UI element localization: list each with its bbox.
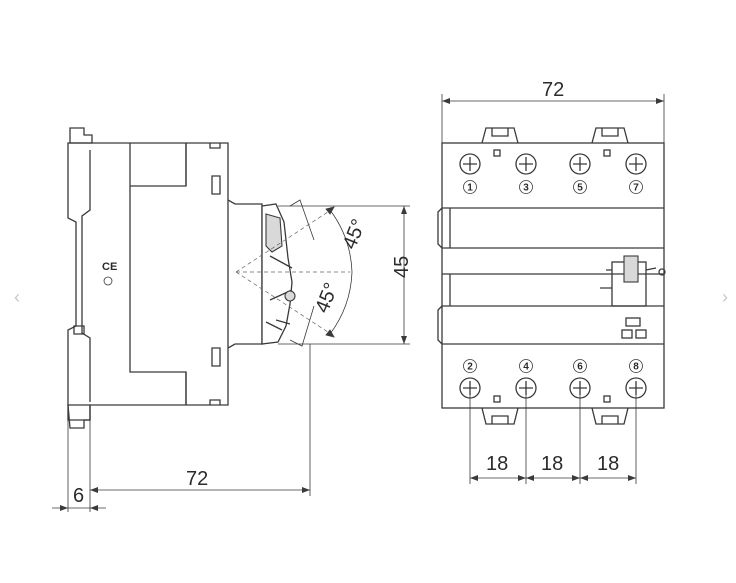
terminal-number-label: 4 — [523, 362, 529, 373]
terminal-number-label: 3 — [523, 183, 529, 194]
front-clip-bottom-tab-left — [493, 395, 501, 403]
terminal-screw-icon — [459, 153, 481, 175]
front-band-lines — [442, 207, 664, 345]
terminal-labels-top: 1 3 5 7 — [463, 180, 643, 194]
terminal-number-ring-icon — [519, 359, 533, 373]
test-button-pin — [658, 268, 666, 276]
angle-construction — [235, 199, 353, 347]
previous-image-button[interactable]: ‹ — [14, 287, 20, 307]
front-clip-top-right — [591, 127, 629, 144]
pitch-label-1: 18 — [486, 453, 508, 475]
front-clip-bottom-left — [481, 407, 519, 425]
pitch-label-2: 18 — [541, 453, 563, 475]
side-clip-lower — [209, 347, 221, 405]
test-button — [623, 255, 639, 283]
next-image-button[interactable]: › — [722, 287, 728, 307]
side-lever-detail — [265, 255, 293, 331]
front-clip-tab-right — [603, 149, 611, 157]
side-front-face — [185, 143, 229, 405]
terminal-number-label: 8 — [633, 362, 639, 373]
status-window-top — [625, 317, 641, 327]
terminal-number-ring-icon — [629, 180, 643, 194]
terminal-number-ring-icon — [463, 359, 477, 373]
side-clip-upper — [209, 143, 221, 195]
terminal-number-label: 7 — [633, 183, 639, 194]
dimension-height — [278, 205, 410, 345]
dimension-width-front-label: 72 — [542, 79, 564, 101]
terminal-labels-bottom: 2 4 6 8 — [463, 359, 643, 373]
side-housing-outline — [67, 142, 263, 421]
terminal-row-top — [459, 153, 647, 175]
terminal-number-label: 1 — [467, 183, 473, 194]
front-housing — [441, 142, 665, 409]
front-clip-top-left — [481, 127, 519, 144]
side-view: CE 45° 45° 45 72 6 — [52, 127, 413, 512]
side-body-rear — [81, 150, 91, 402]
status-window-right — [635, 329, 647, 339]
dimension-pitch — [469, 392, 637, 484]
dimension-offset-label: 6 — [73, 485, 84, 507]
terminal-number-ring-icon — [519, 180, 533, 194]
terminal-number-label: 5 — [577, 183, 583, 194]
terminal-screw-icon — [625, 153, 647, 175]
terminal-screw-icon — [515, 153, 537, 175]
din-clip-bottom — [67, 325, 91, 429]
terminal-number-ring-icon — [573, 359, 587, 373]
ce-symbol-icon — [103, 276, 113, 286]
terminal-number-ring-icon — [573, 180, 587, 194]
terminal-screw-icon — [569, 153, 591, 175]
status-window-left — [621, 329, 633, 339]
front-side-steps — [437, 207, 443, 345]
terminal-number-ring-icon — [463, 180, 477, 194]
front-clip-bottom-tab-right — [603, 395, 611, 403]
terminal-number-ring-icon — [629, 359, 643, 373]
dimension-width-side-label: 72 — [186, 468, 208, 490]
test-indicator-block — [600, 255, 666, 339]
terminal-row-bottom — [459, 377, 647, 399]
front-view: 72 1 3 5 7 2 4 6 8 — [437, 79, 666, 484]
front-clip-bottom-right — [591, 407, 629, 425]
front-clip-tab-left — [493, 149, 501, 157]
ce-marking: CE — [102, 261, 117, 273]
din-clip-top — [69, 127, 93, 144]
pitch-label-3: 18 — [597, 453, 619, 475]
terminal-number-label: 6 — [577, 362, 583, 373]
dimension-width-side — [52, 344, 311, 512]
dimension-width-front — [441, 94, 665, 143]
side-step-profile — [129, 143, 187, 405]
side-lever-pivot — [284, 290, 296, 302]
angle-top-label: 45° — [339, 216, 371, 252]
terminal-number-label: 2 — [467, 362, 473, 373]
dimension-height-label: 45 — [391, 256, 413, 278]
side-lever-knob — [265, 213, 283, 253]
angle-bottom-label: 45° — [311, 280, 343, 316]
